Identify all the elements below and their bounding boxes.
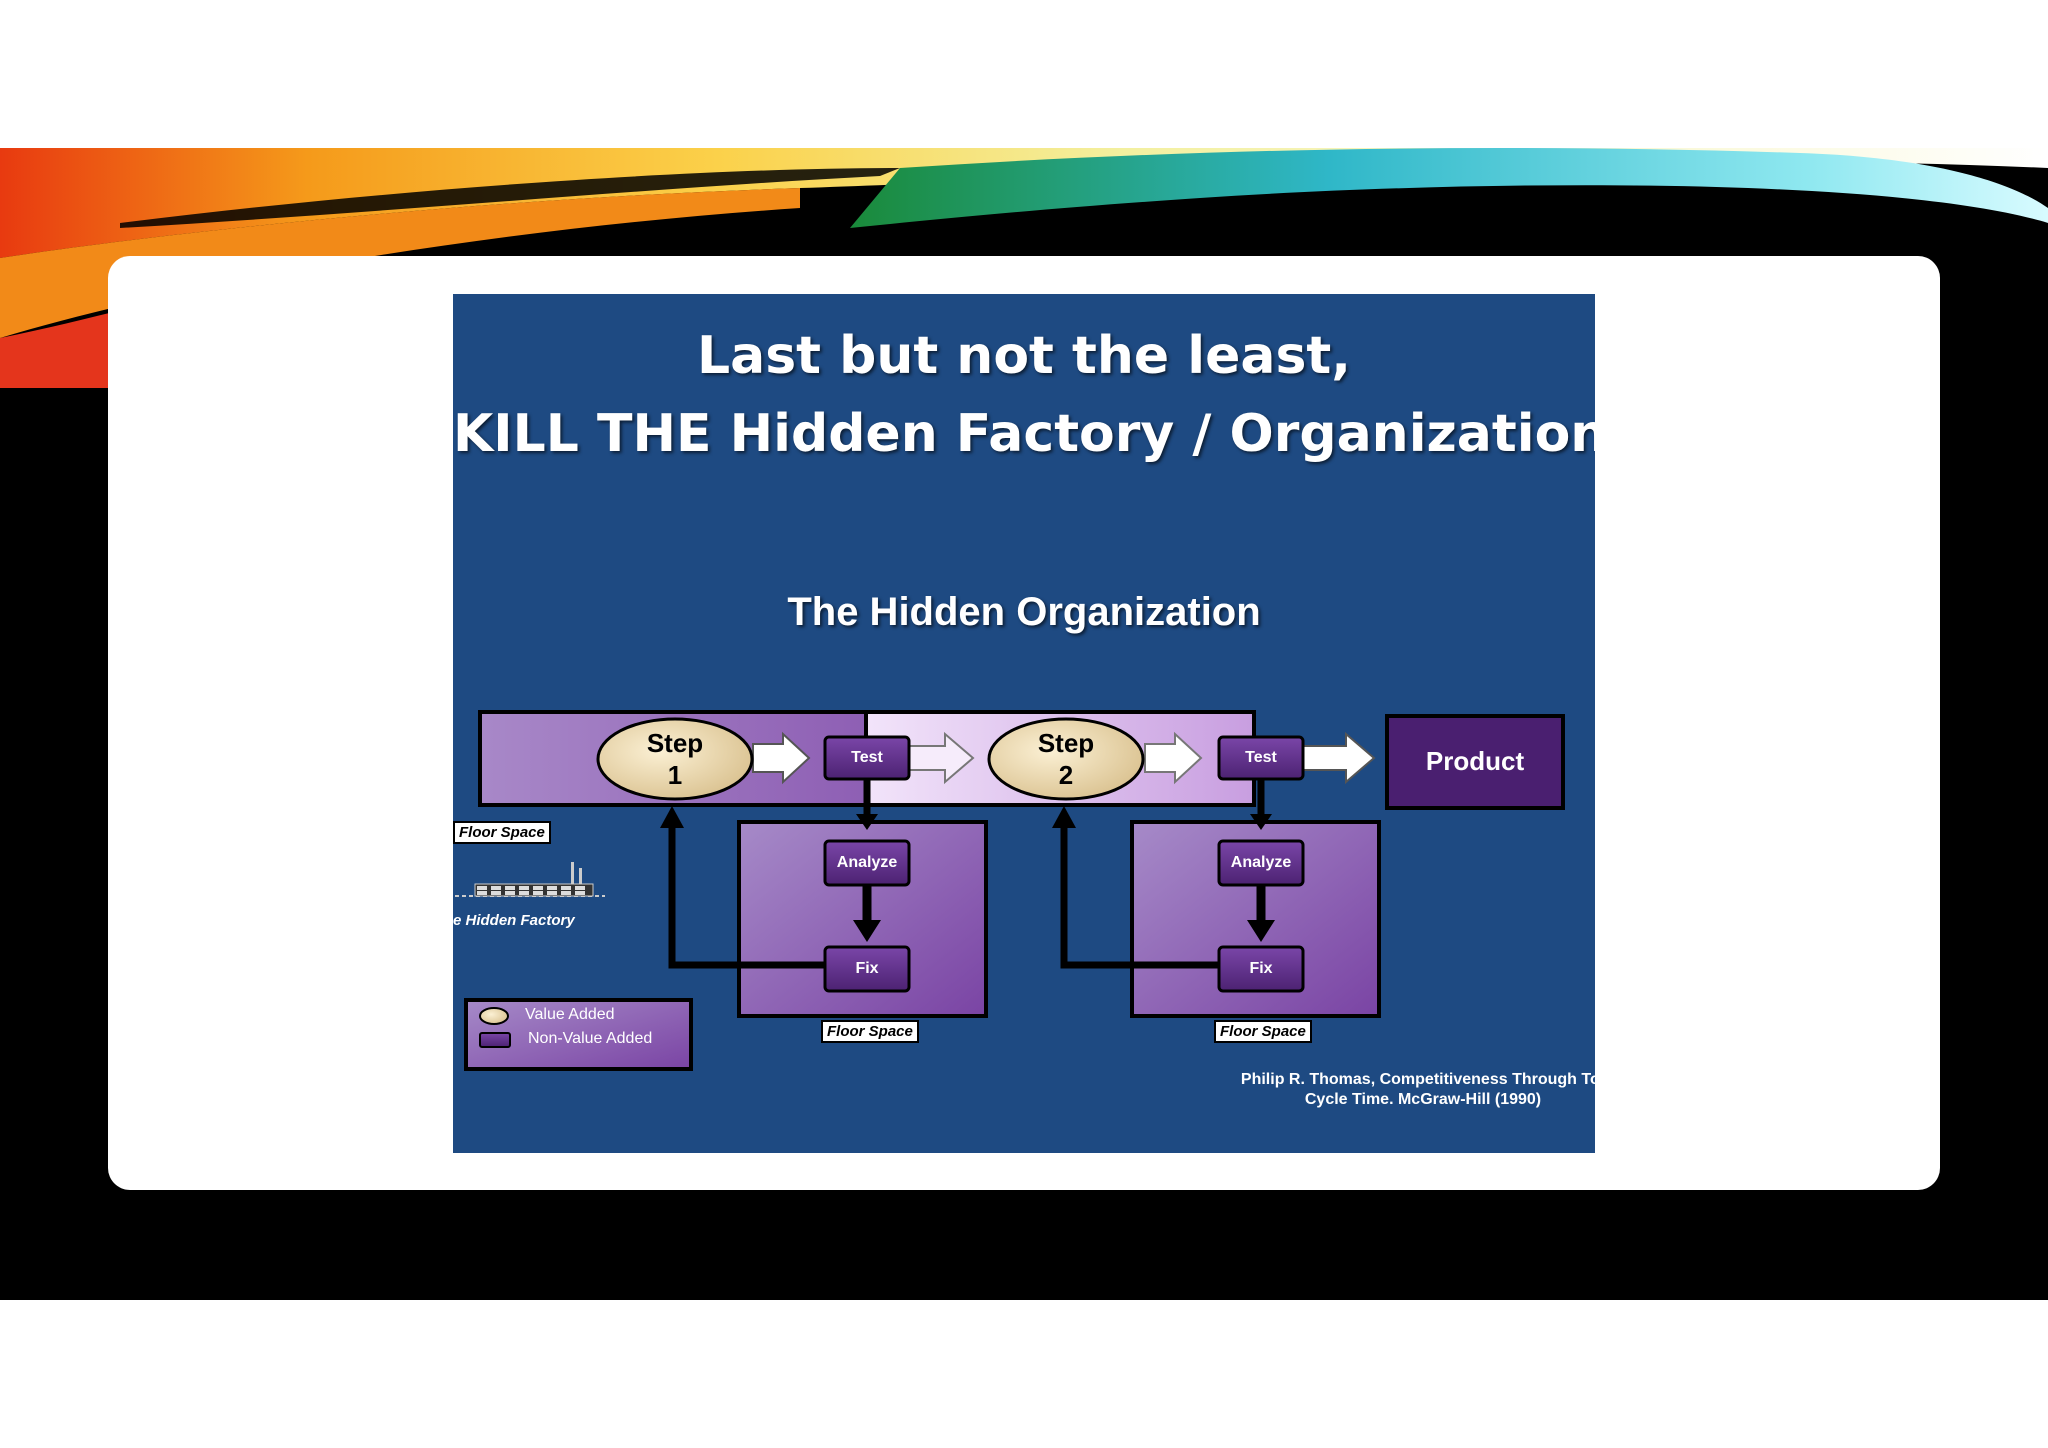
rework-loop-2 bbox=[1060, 824, 1219, 969]
legend-value-added-text: Value Added bbox=[525, 1006, 615, 1023]
legend-non-value-added-swatch bbox=[479, 1032, 511, 1048]
floor-space-tag-1: Floor Space bbox=[821, 1020, 919, 1043]
diagram-subtitle: The Hidden Organization bbox=[787, 590, 1261, 634]
fix-box-1 bbox=[823, 945, 911, 993]
flow-arrow-3 bbox=[1144, 731, 1203, 785]
flow-arrow-4 bbox=[1302, 731, 1376, 785]
fix-label-2: Fix bbox=[1249, 960, 1273, 977]
test-box-2 bbox=[1217, 735, 1305, 781]
step1-ellipse bbox=[596, 717, 754, 801]
step2-number: 2 bbox=[1058, 760, 1074, 790]
step1-label: Step 1 bbox=[600, 727, 750, 791]
citation-line1: Philip R. Thomas, Competitiveness Throug… bbox=[1240, 1071, 1595, 1088]
citation: Philip R. Thomas, Competitiveness Throug… bbox=[1223, 1070, 1595, 1110]
flow-arrow-1 bbox=[752, 731, 811, 785]
product-box bbox=[1385, 714, 1565, 810]
step2-ellipse bbox=[987, 717, 1145, 801]
process-flow-graphic bbox=[455, 710, 1565, 1071]
step1-word: Step bbox=[646, 728, 704, 758]
rework-loop-1 bbox=[668, 824, 826, 969]
content-card: Last but not the least, KILL THE Hidden … bbox=[108, 256, 1940, 1190]
hidden-factory-label: e Hidden Factory bbox=[453, 912, 575, 929]
analyze-label-1: Analyze bbox=[836, 854, 898, 871]
legend-value-added-swatch bbox=[479, 1007, 509, 1025]
flow-arrow-2 bbox=[907, 731, 975, 785]
fix-box-2 bbox=[1217, 945, 1305, 993]
test-label-1: Test bbox=[851, 749, 883, 766]
test-box-1 bbox=[823, 735, 911, 781]
hidden-factory-icon bbox=[455, 862, 605, 897]
test-label-2: Test bbox=[1245, 749, 1277, 766]
slide-title-line2: KILL THE Hidden Factory / Organization bbox=[453, 404, 1595, 464]
slide-background: Last but not the least, KILL THE Hidden … bbox=[0, 148, 2048, 1300]
step2-word: Step bbox=[1037, 728, 1095, 758]
analyze-box-1 bbox=[823, 839, 911, 887]
analyze-box-2 bbox=[1217, 839, 1305, 887]
fix-label-1: Fix bbox=[855, 960, 879, 977]
step2-label: Step 2 bbox=[991, 727, 1141, 791]
step1-number: 1 bbox=[667, 760, 683, 790]
floor-space-tag-left: Floor Space bbox=[453, 821, 551, 844]
slide-title-line1: Last but not the least, bbox=[696, 326, 1352, 386]
floor-space-tag-2: Floor Space bbox=[1214, 1020, 1312, 1043]
legend-non-value-added-text: Non-Value Added bbox=[528, 1030, 653, 1047]
hidden-organization-diagram: Last but not the least, KILL THE Hidden … bbox=[453, 294, 1595, 1153]
product-label: Product bbox=[1425, 746, 1525, 776]
analyze-label-2: Analyze bbox=[1230, 854, 1292, 871]
citation-line2: Cycle Time. McGraw-Hill (1990) bbox=[1304, 1091, 1542, 1108]
